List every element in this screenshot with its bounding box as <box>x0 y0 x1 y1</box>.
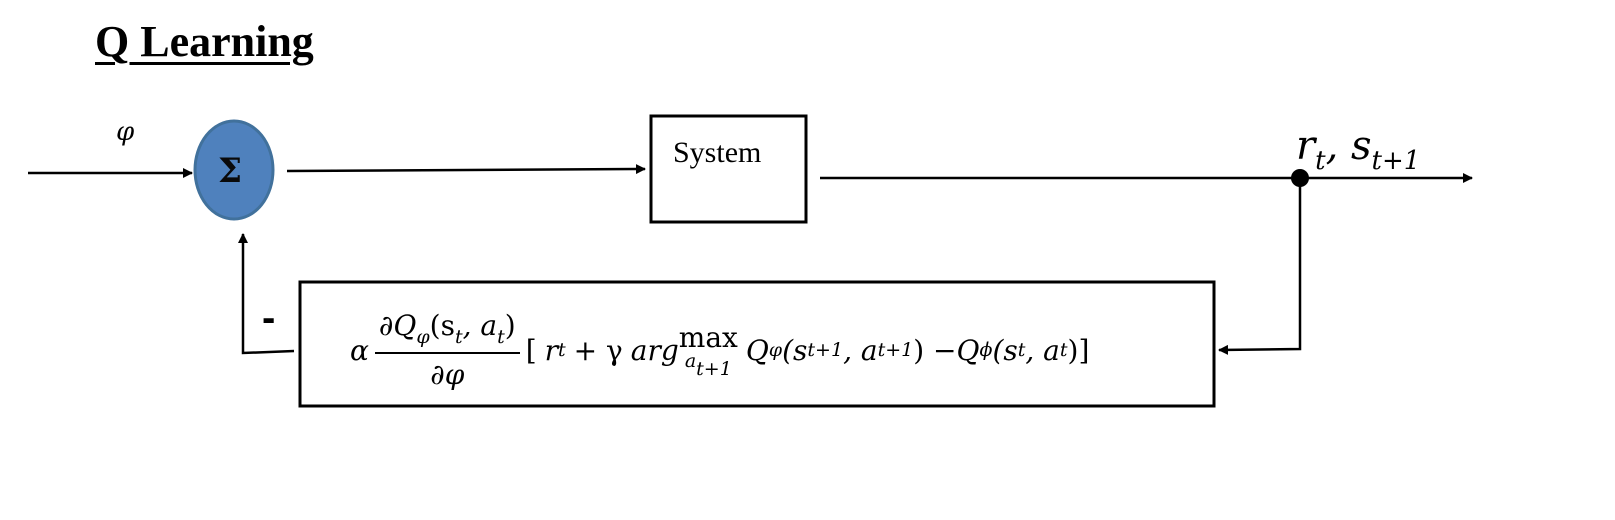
alpha-symbol: α <box>350 333 369 367</box>
sigma-symbol: Σ <box>218 151 242 191</box>
feedback-sign: - <box>262 296 276 340</box>
partial-derivative: ∂Qφ(st, at) ∂φ <box>374 309 520 391</box>
feedback-block <box>298 280 1216 408</box>
output-label: rt, st+1 <box>1296 123 1421 176</box>
page-title: Q Learning <box>95 17 314 66</box>
feedback-path-right <box>1218 178 1302 355</box>
argmax-operator: max at+1 <box>678 320 738 380</box>
feedback-path-left <box>238 233 295 355</box>
system-block <box>649 114 808 224</box>
summing-junction <box>193 119 275 221</box>
junction-to-system-arrow <box>286 164 646 175</box>
system-label: System <box>673 136 762 169</box>
input-label: φ <box>116 117 135 147</box>
